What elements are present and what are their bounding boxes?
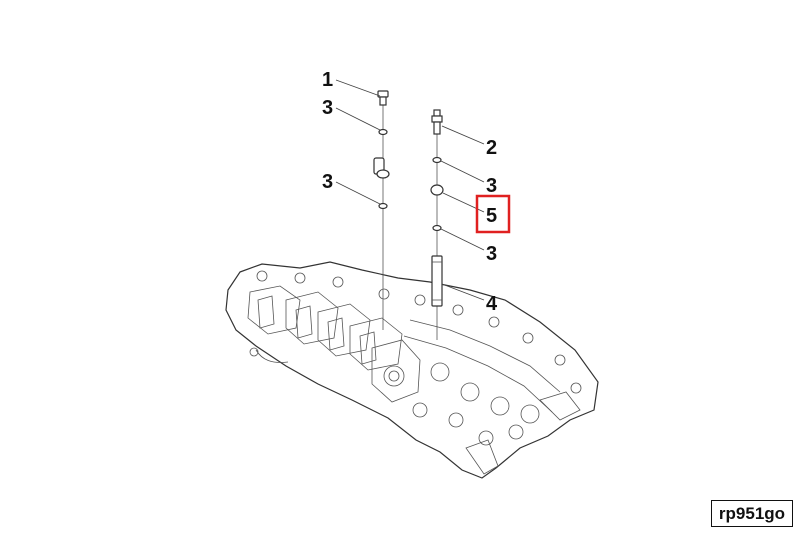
callout-5: 5 — [486, 205, 497, 227]
callout-1: 1 — [322, 69, 333, 91]
cylinder-head-drawing — [225, 261, 599, 479]
fuel-pipe-part-5 — [373, 157, 444, 196]
callout-3-lower-left: 3 — [322, 171, 333, 193]
bolt-part-1 — [377, 90, 389, 106]
reference-code-label: rp951go — [711, 500, 793, 527]
callout-leaders — [335, 79, 485, 301]
callout-3-upper-right: 3 — [486, 175, 497, 197]
callout-3-lower-right: 3 — [486, 243, 497, 265]
callout-5-highlight-box — [475, 194, 511, 234]
callout-4: 4 — [486, 293, 498, 315]
washer-part-3 — [378, 128, 442, 232]
callout-3-upper-left: 3 — [322, 97, 333, 119]
stud-part-2 — [431, 109, 443, 135]
sleeve-part-4 — [431, 255, 443, 307]
callout-2: 2 — [486, 137, 497, 159]
